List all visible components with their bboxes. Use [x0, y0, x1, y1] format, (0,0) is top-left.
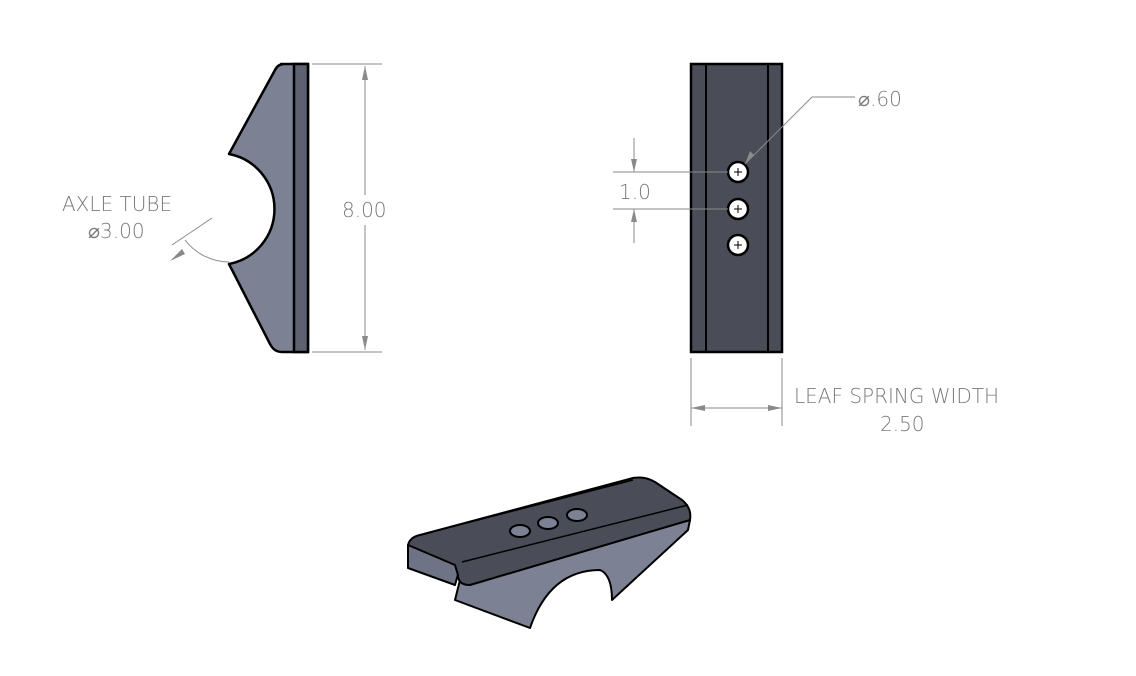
center-marks [734, 168, 742, 249]
leader-line [171, 217, 213, 246]
iso-hole [566, 508, 588, 522]
bend-line [419, 479, 634, 536]
leader-arc [184, 239, 230, 263]
axle-tube-label: AXLE TUBE [62, 192, 172, 216]
axle-diameter: ⌀3.00 [88, 219, 145, 243]
front-view: ⌀.60 1.0 LEAF SPRING WIDTH 2.50 [613, 62, 999, 436]
leaf-spring-width-label: LEAF SPRING WIDTH [794, 384, 999, 408]
leaf-spring-width: 2.50 [880, 412, 925, 436]
leader-line [744, 96, 855, 165]
iso-side-face [454, 519, 691, 629]
arrow-icon [631, 159, 637, 222]
side-view-body [227, 62, 310, 354]
iso-hole [509, 524, 531, 538]
side-view-flange [292, 62, 310, 354]
arrow-icon [745, 151, 754, 164]
isometric-view [407, 476, 692, 629]
height-dimension: 8.00 [342, 198, 387, 222]
bend-line [461, 504, 689, 563]
hole-diameter: ⌀.60 [858, 87, 902, 111]
side-view: 8.00 AXLE TUBE ⌀3.00 [62, 62, 387, 354]
iso-hole [537, 516, 559, 530]
hole-spacing: 1.0 [619, 180, 651, 204]
arrow-icon [170, 249, 185, 261]
